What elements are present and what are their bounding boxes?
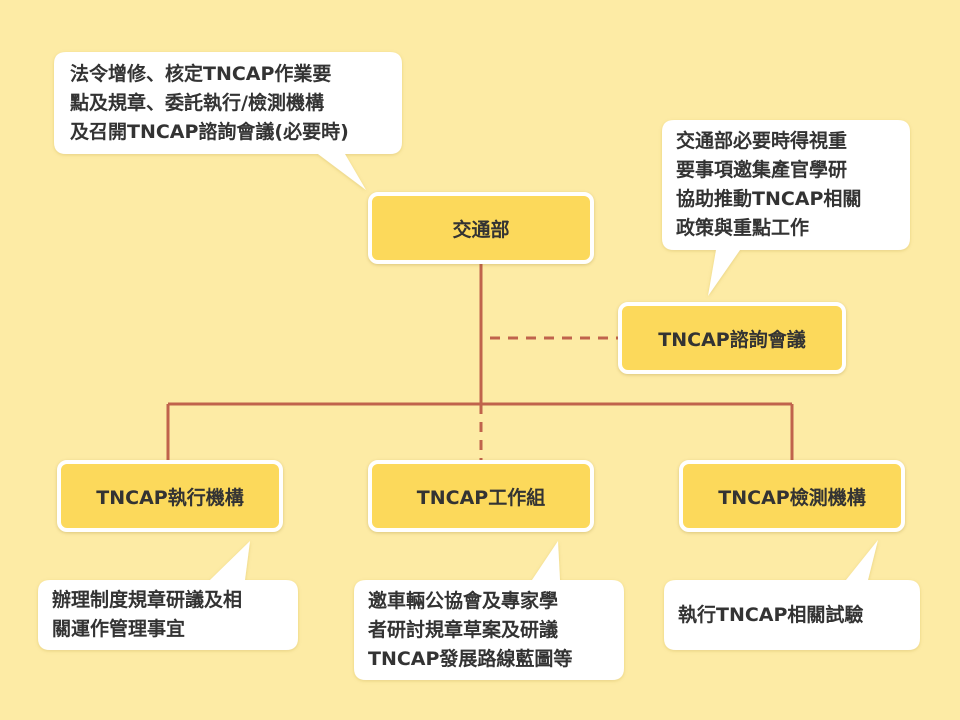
callout-testing-text: 執行TNCAP相關試驗: [678, 604, 864, 626]
callout-working-group-text: 邀車輛公協會及專家學 者研討規章草案及研議 TNCAP發展路線藍圖等: [368, 590, 573, 670]
callout-advisory-text: 交通部必要時得視重 要事項邀集產官學研 協助推動TNCAP相關 政策與重點工作: [676, 130, 862, 239]
node-advisory: TNCAP諮詢會議: [618, 302, 846, 374]
callout-working-group-bubble: [354, 541, 624, 680]
node-working-group: TNCAP工作組: [368, 460, 594, 532]
node-moc: 交通部: [368, 192, 594, 264]
node-testing: TNCAP檢測機構: [679, 460, 905, 532]
callout-moc-bubble: [54, 52, 402, 190]
callout-advisory-bubble: [662, 120, 910, 296]
node-executing: TNCAP執行機構: [57, 460, 283, 532]
callout-executing-text: 辦理制度規章研議及相 關運作管理事宜: [52, 589, 243, 640]
callout-moc-text: 法令增修、核定TNCAP作業要 點及規章、委託執行/檢測機構 及召開TNCAP諮…: [70, 63, 349, 143]
callout-testing-bubble: [664, 540, 920, 650]
callout-executing-bubble: [38, 541, 298, 650]
